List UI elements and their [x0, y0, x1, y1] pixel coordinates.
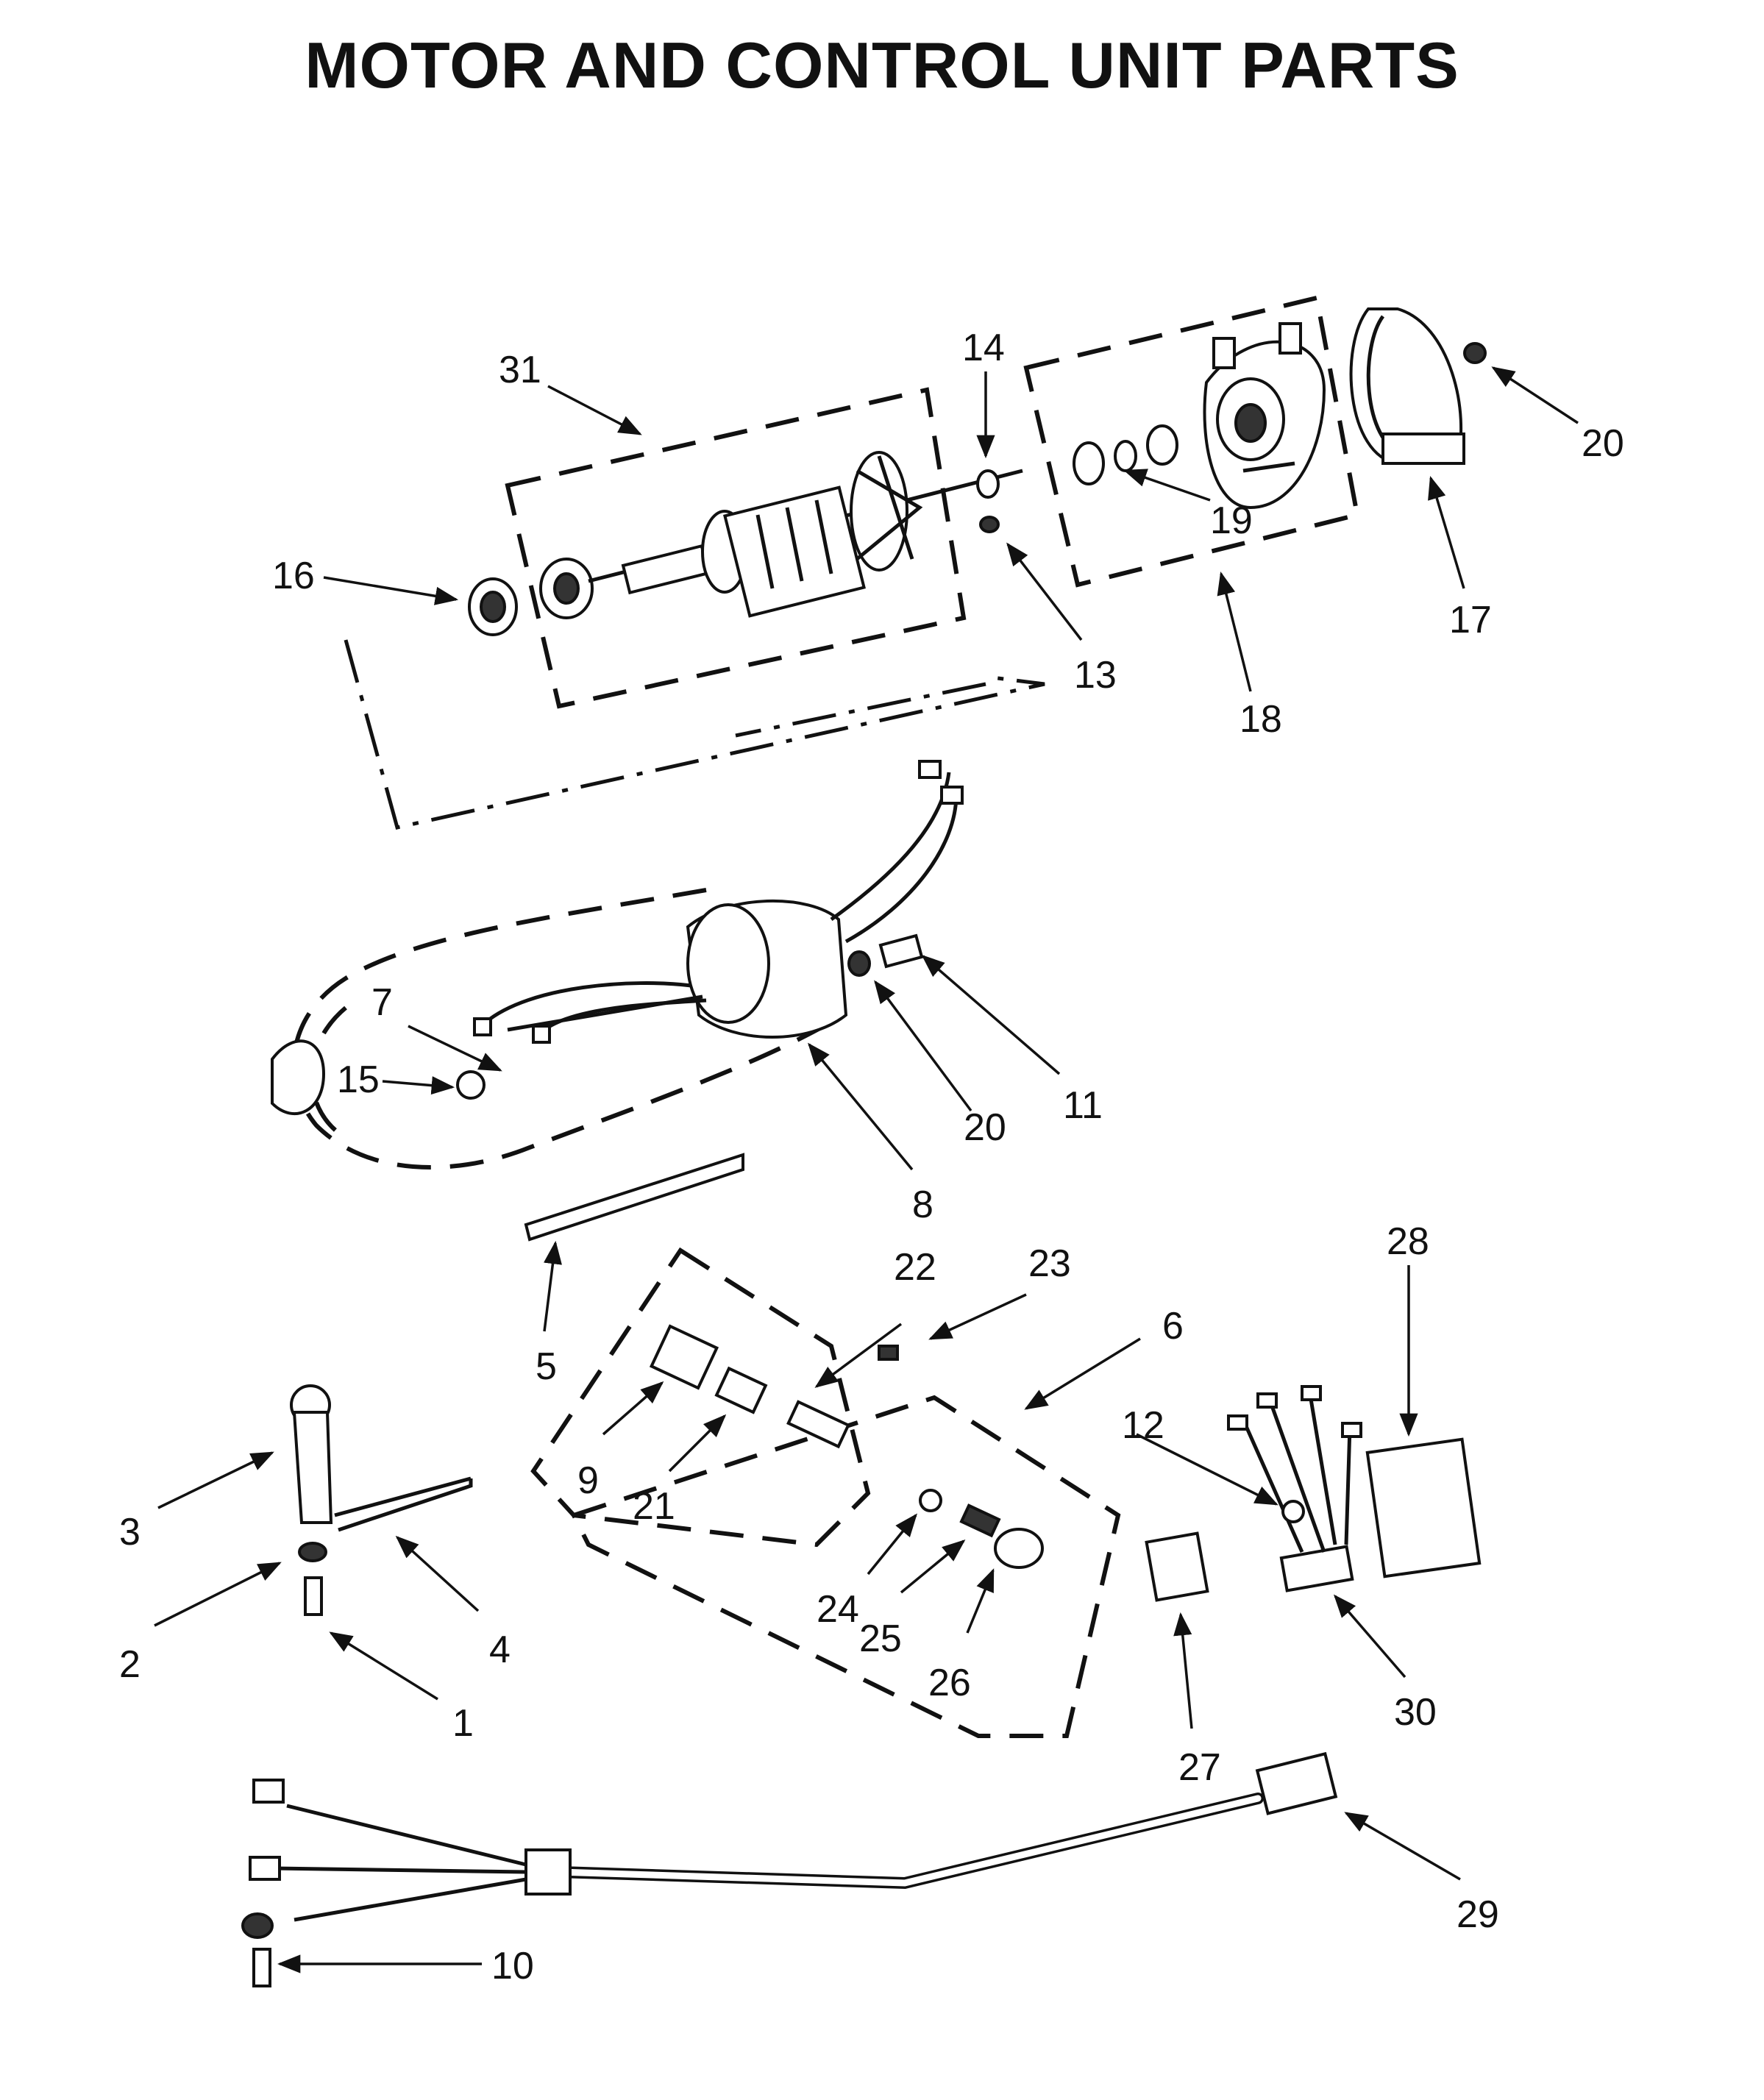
brush-holder-plate — [1203, 322, 1326, 510]
nut-20-top — [1463, 342, 1487, 364]
sleeve-11 — [878, 933, 924, 969]
callout-26: 26 — [928, 1662, 971, 1704]
part-sketches — [241, 307, 1487, 1987]
armature — [588, 451, 1023, 618]
callout-7: 7 — [371, 981, 393, 1024]
power-cord-29 — [241, 1751, 1338, 1987]
clamp-ring-17 — [1349, 307, 1465, 465]
knob-26 — [994, 1528, 1044, 1569]
lever-assembly — [290, 1384, 473, 1616]
callout-10: 10 — [491, 1945, 534, 1987]
outline-speed-control-assembly — [570, 1395, 1121, 1738]
screw-7 — [507, 994, 703, 1032]
part-19 — [1073, 424, 1178, 485]
callout-13: 13 — [1074, 654, 1117, 697]
callout-17: 17 — [1449, 599, 1492, 641]
switch-27 — [1145, 1531, 1209, 1602]
callout-20: 20 — [964, 1106, 1006, 1149]
brush-cap-9 — [649, 1324, 719, 1390]
callout-6: 6 — [1162, 1305, 1184, 1348]
connector-line-2 — [735, 682, 986, 738]
callout-29: 29 — [1457, 1893, 1499, 1936]
callout-1: 1 — [452, 1702, 474, 1745]
callout-16: 16 — [272, 555, 315, 597]
callout-5: 5 — [536, 1345, 557, 1388]
callout-22: 22 — [894, 1246, 936, 1289]
outline-armature-assembly — [505, 387, 967, 709]
callout-12: 12 — [1122, 1404, 1164, 1447]
field-housing — [473, 760, 964, 1044]
module-28 — [1365, 1437, 1482, 1578]
callout-25: 25 — [859, 1617, 902, 1660]
callout-2: 2 — [119, 1643, 141, 1686]
callout-3: 3 — [119, 1511, 141, 1553]
spring-23 — [878, 1345, 899, 1361]
callout-4: 4 — [489, 1629, 511, 1671]
callout-21: 21 — [633, 1485, 675, 1528]
callout-14: 14 — [962, 327, 1005, 369]
brush-22 — [786, 1400, 850, 1449]
callout-18: 18 — [1240, 698, 1282, 741]
leader-arrows — [154, 366, 1579, 1973]
callout-20-top: 20 — [1582, 422, 1624, 465]
washer-14 — [976, 469, 1000, 499]
outline-brush-assembly — [530, 1247, 871, 1548]
callout-24: 24 — [817, 1588, 859, 1631]
callout-30: 30 — [1394, 1691, 1437, 1734]
outline-field-assembly — [291, 888, 825, 1170]
brush-21 — [714, 1366, 768, 1414]
callout-11: 11 — [1063, 1084, 1103, 1127]
part-15 — [456, 1070, 486, 1100]
bearing-16 — [468, 577, 518, 636]
callout-28: 28 — [1387, 1220, 1429, 1263]
callout-8: 8 — [912, 1184, 933, 1226]
callout-19: 19 — [1210, 499, 1253, 542]
bracket-5 — [524, 1153, 744, 1242]
bearing-armature — [539, 558, 594, 619]
switch-30 — [1227, 1385, 1362, 1592]
callout-31: 31 — [499, 349, 541, 391]
callout-15: 15 — [337, 1058, 380, 1101]
connector-line — [344, 639, 1045, 830]
callout-23: 23 — [1028, 1242, 1071, 1285]
callout-labels: 31 16 14 13 19 18 17 20 7 15 20 11 8 5 2… — [119, 327, 1624, 1987]
spring-25 — [959, 1503, 1001, 1538]
end-cap — [271, 1039, 326, 1116]
part-13 — [979, 516, 1000, 533]
callout-9: 9 — [577, 1459, 599, 1502]
nut-20 — [847, 950, 871, 977]
page-title: MOTOR AND CONTROL UNIT PARTS — [305, 29, 1459, 102]
part-24 — [919, 1489, 942, 1512]
callout-27: 27 — [1178, 1746, 1221, 1789]
